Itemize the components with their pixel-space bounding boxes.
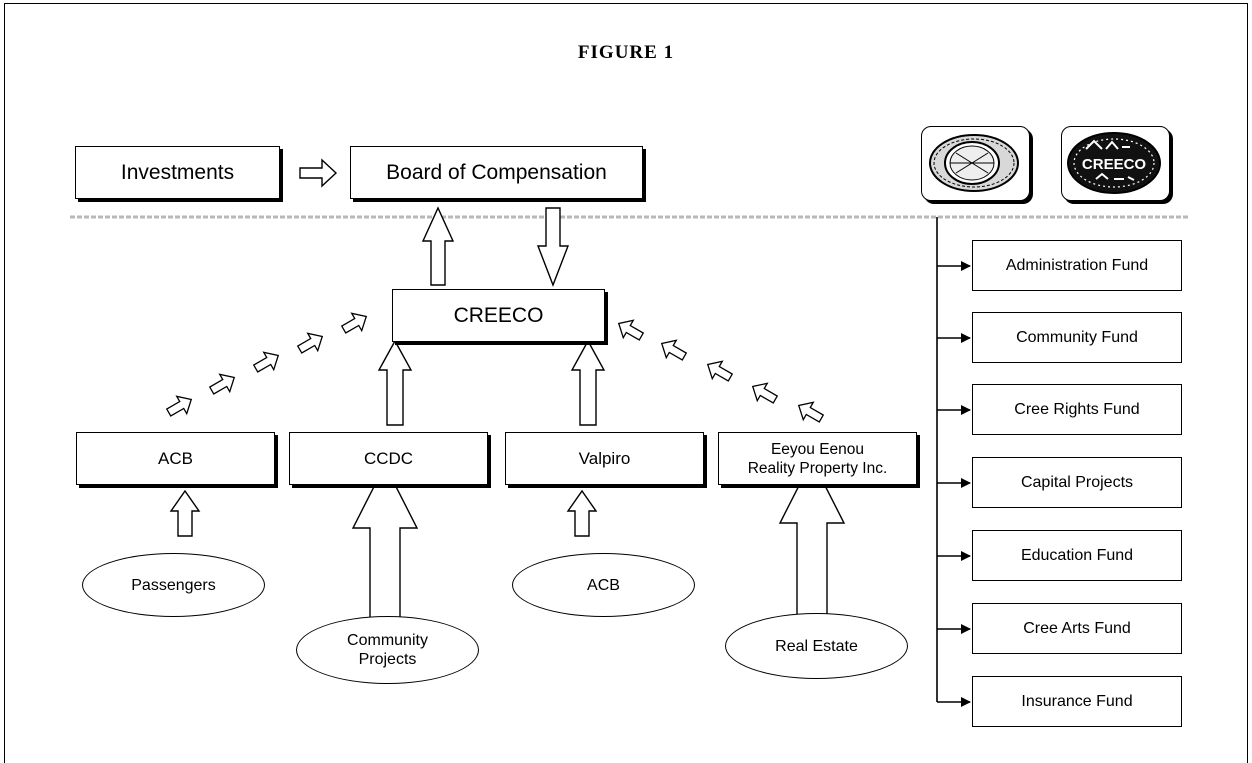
investments-label: Investments (120, 160, 235, 184)
fund-label: Cree Arts Fund (1023, 619, 1131, 637)
fund-box: Administration Fund (972, 240, 1182, 291)
source-label-line1: Community (347, 632, 428, 649)
small-arrow-icon (660, 339, 688, 361)
figure-title: FIGURE 1 (577, 42, 675, 63)
arrow-up-icon (566, 489, 598, 537)
creeco-box: CREECO (392, 289, 605, 342)
fund-box: Education Fund (972, 530, 1182, 581)
creeco-label: CREECO (453, 303, 544, 327)
drum-icon (929, 134, 1019, 192)
subsidiary-valpiro-box: Valpiro (505, 432, 704, 485)
creeco-logo-text: CREECO (1082, 156, 1147, 173)
source-community-projects: Community Projects (296, 616, 479, 684)
subsidiary-label: Valpiro (578, 448, 631, 468)
fund-label: Administration Fund (1005, 256, 1149, 274)
fund-label: Capital Projects (1020, 473, 1134, 491)
arrow-up-icon (351, 463, 419, 624)
small-arrow-icon (751, 382, 779, 404)
subsidiary-ccdc-box: CCDC (289, 432, 488, 485)
creeco-logo: CREECO (1061, 126, 1170, 201)
source-passengers: Passengers (82, 553, 265, 617)
subsidiary-label: ACB (158, 448, 193, 468)
small-arrow-icon (252, 351, 280, 373)
small-arrow-icon (208, 373, 236, 395)
arrow-up-icon (421, 206, 455, 286)
fund-box: Cree Arts Fund (972, 603, 1182, 654)
subsidiary-label: CCDC (363, 448, 414, 468)
fund-label: Education Fund (1020, 546, 1134, 564)
subsidiary-acb-box: ACB (76, 432, 275, 485)
small-arrow-icon (296, 332, 324, 354)
small-arrow-icon (706, 360, 734, 382)
investments-box: Investments (75, 146, 280, 199)
board-of-compensation-box: Board of Compensation (350, 146, 643, 199)
subsidiary-eeyou-box: Eeyou Eenou Reality Property Inc. (718, 432, 917, 485)
small-arrow-icon (340, 312, 368, 334)
arrow-up-icon (169, 489, 201, 537)
arrow-down-icon (536, 207, 570, 287)
source-label: ACB (587, 576, 620, 594)
fund-box: Capital Projects (972, 457, 1182, 508)
drum-seal-logo (921, 126, 1030, 201)
source-label: Passengers (131, 576, 216, 594)
subsidiary-label-line1: Eeyou Eenou (770, 440, 865, 458)
small-arrow-icon (797, 401, 825, 423)
fund-box: Cree Rights Fund (972, 384, 1182, 435)
fund-box: Insurance Fund (972, 676, 1182, 727)
small-arrow-icon (165, 395, 193, 417)
source-real-estate: Real Estate (725, 613, 908, 679)
source-label: Real Estate (775, 637, 858, 655)
board-label: Board of Compensation (386, 160, 607, 184)
arrow-up-icon (377, 339, 413, 426)
source-label-line2: Projects (358, 651, 417, 668)
small-arrow-icon (617, 319, 645, 341)
fund-label: Community Fund (1016, 328, 1138, 346)
fund-label: Cree Rights Fund (1014, 400, 1140, 418)
fund-label: Insurance Fund (1021, 692, 1133, 710)
subsidiary-label-line2: Reality Property Inc. (747, 459, 888, 477)
source-acb: ACB (512, 553, 695, 617)
arrow-up-icon (570, 339, 606, 426)
arrow-right-icon (299, 158, 338, 188)
fund-box: Community Fund (972, 312, 1182, 363)
arrow-up-icon (778, 458, 846, 619)
figure-frame (4, 3, 1248, 763)
creeco-logo-icon: CREECO (1067, 132, 1161, 194)
